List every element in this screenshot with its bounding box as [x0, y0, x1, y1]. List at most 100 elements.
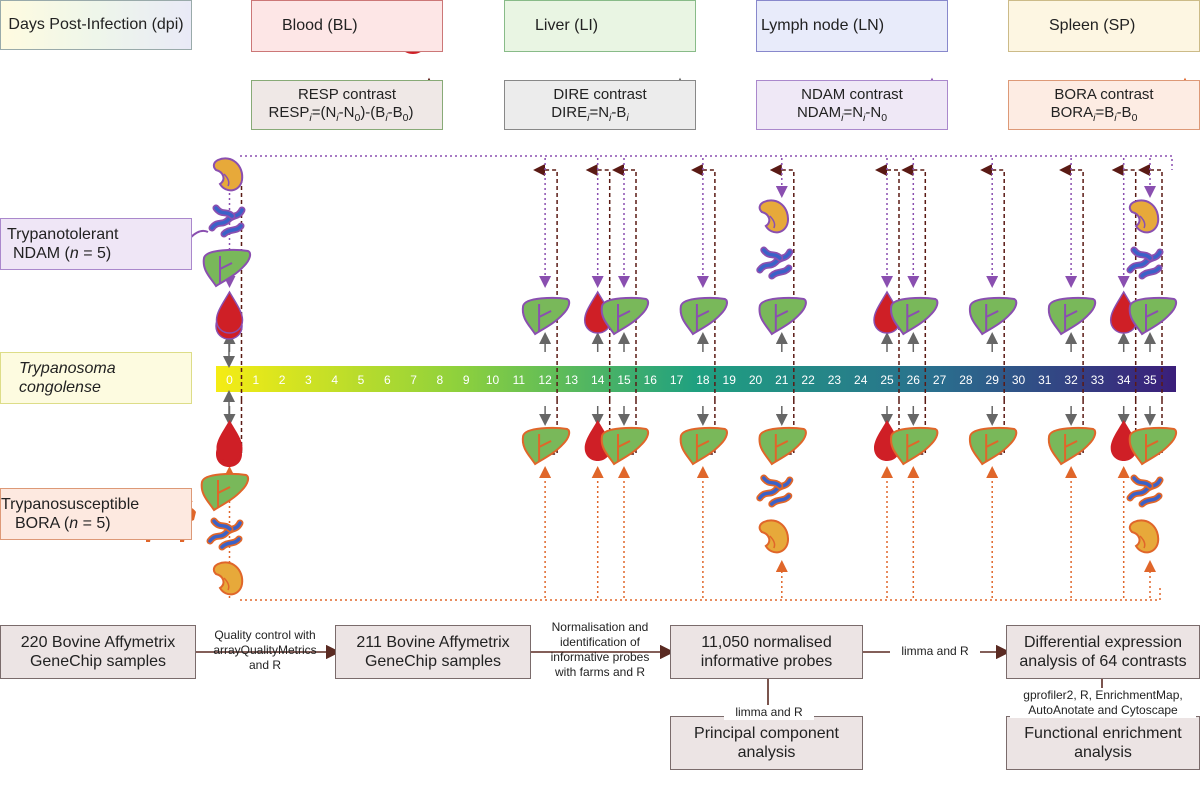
liver-icon	[679, 426, 728, 466]
day-label: 6	[384, 373, 391, 387]
liver-icon	[968, 426, 1018, 466]
ndam-breed-line1: Trypanotolerant	[7, 225, 119, 243]
resp-bracket-lower	[783, 400, 795, 455]
liver-icon	[600, 426, 650, 466]
lymph-node-icon	[756, 474, 794, 508]
liver-icon	[679, 296, 728, 336]
liver-icon	[600, 296, 650, 336]
resp-bracket-lower	[599, 400, 611, 455]
day-label: 17	[670, 373, 684, 387]
day-label: 35	[1143, 373, 1157, 387]
resp-bracket	[1059, 164, 1084, 400]
ndam-breed-box: Trypanotolerant NDAM (n = 5)	[0, 218, 192, 270]
day-label: 9	[463, 373, 470, 387]
resp-contrast-title: RESP contrast	[297, 85, 397, 103]
bora-contrast-box: BORA contrast BORAi=Bi-B0	[1008, 80, 1200, 130]
enrichment-line1: Functional enrichment	[1024, 724, 1182, 742]
day-label: 8	[437, 373, 444, 387]
spleen-header: Spleen (SP)	[1008, 0, 1200, 52]
liver-icon	[1047, 296, 1097, 336]
resp-contrast-box: RESP contrast RESPi=(Ni-N0)-(Bi-B0)	[251, 80, 443, 130]
lymph-node-icon	[1126, 474, 1164, 508]
liver-icon	[202, 248, 252, 288]
resp-bracket	[612, 164, 637, 400]
ndam-breed-line2: NDAM (n = 5)	[13, 245, 112, 262]
day-label: 13	[565, 373, 579, 387]
pca-line1: Principal component	[694, 724, 839, 742]
timeline-bar	[216, 366, 1176, 392]
day-label: 26	[907, 373, 921, 387]
resp-bracket-lower	[704, 400, 716, 455]
normalised-probes-box: 11,050 normalised informative probes	[670, 625, 863, 679]
day-label: 32	[1064, 373, 1078, 387]
lymph-header: Lymph node (LN)	[756, 0, 948, 52]
bora-breed-line2: BORA (n = 5)	[15, 515, 111, 532]
limma-de-arrow-label: limma and R	[890, 644, 980, 659]
day-label: 22	[801, 373, 815, 387]
day-label: 11	[513, 373, 526, 387]
day-label: 4	[331, 373, 338, 387]
day-label: 27	[933, 373, 947, 387]
day-label: 14	[591, 373, 605, 387]
resp-bracket	[980, 164, 1005, 400]
day-label: 7	[410, 373, 417, 387]
parasite-line1: Trypanosoma	[19, 359, 116, 377]
resp-bracket-lower	[994, 400, 1005, 455]
raw-samples-box: 220 Bovine Affymetrix GeneChip samples	[0, 625, 196, 679]
resp-contrast-formula: RESPi=(Ni-N0)-(Bi-B0)	[268, 103, 414, 124]
resp-bracket-lower	[547, 400, 558, 455]
day-label: 15	[617, 373, 631, 387]
spleen-icon	[212, 157, 244, 192]
day-label: 29	[986, 373, 1000, 387]
liver-icon	[968, 296, 1018, 336]
day-label: 12	[538, 373, 552, 387]
parasite-line2: congolense	[19, 379, 101, 396]
day-label: 34	[1117, 373, 1131, 387]
ndam-contrast-title: NDAM contrast	[801, 85, 903, 103]
dpi-header: Days Post-Infection (dpi)	[0, 0, 192, 50]
liver-icon	[200, 472, 250, 512]
resp-bracket-lower	[1152, 400, 1163, 455]
spleen-icon	[758, 519, 789, 554]
spleen-icon	[1128, 519, 1160, 554]
bora-outline-path	[240, 588, 1161, 601]
day-label: 33	[1091, 373, 1105, 387]
day-label: 21	[775, 373, 789, 387]
day-label: 25	[880, 373, 894, 387]
liver-icon	[521, 296, 571, 336]
liver-icon	[1047, 426, 1097, 466]
enrichment-line2: analysis	[1074, 744, 1132, 761]
resp-bracket-lower	[1125, 400, 1137, 455]
bora-breed-box: Trypanosusceptible BORA (n = 5)	[0, 488, 192, 540]
resp-bracket	[875, 164, 900, 400]
parasite-box: Trypanosoma congolense	[0, 352, 192, 404]
lymph-node-icon	[208, 204, 246, 238]
liver-icon	[889, 296, 939, 336]
liver-icon	[1128, 296, 1178, 336]
normalised-probes-line1: 11,050 normalised	[701, 633, 832, 651]
day-label: 2	[279, 373, 286, 387]
qc-samples-line1: 211 Bovine Affymetrix	[356, 633, 510, 651]
resp-bracket-lower	[915, 400, 927, 455]
de-analysis-line2: analysis of 64 contrasts	[1019, 653, 1187, 670]
de-analysis-line1: Differential expression	[1023, 633, 1182, 651]
resp-bracket	[217, 164, 243, 400]
day-label: 28	[959, 373, 973, 387]
resp-bracket	[690, 164, 716, 400]
day-label: 20	[749, 373, 763, 387]
lymph-node-icon	[206, 517, 244, 551]
ndam-outline-path	[240, 155, 1173, 170]
pca-box: Principal component analysis	[670, 716, 863, 770]
day-label: 23	[828, 373, 842, 387]
spleen-icon	[758, 199, 789, 234]
bora-contrast-title: BORA contrast	[1054, 85, 1154, 103]
raw-samples-line2: GeneChip samples	[29, 653, 167, 670]
ndam-contrast-box: NDAM contrast NDAMi=Ni-N0	[756, 80, 948, 130]
blood-drop-icon	[216, 420, 243, 461]
blood-drop-icon	[1110, 420, 1137, 461]
de-analysis-box: Differential expression analysis of 64 c…	[1006, 625, 1200, 679]
enrichment-arrow-label: gprofiler2, R, EnrichmentMap,AutoAnotate…	[1010, 688, 1196, 718]
resp-bracket	[901, 164, 927, 400]
